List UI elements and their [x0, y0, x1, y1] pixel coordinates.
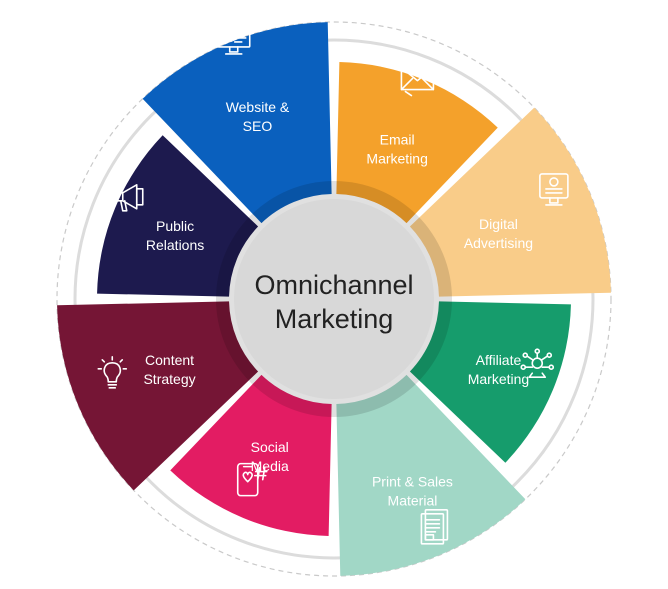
megaphone-icon — [115, 184, 144, 212]
documents-icon — [420, 509, 449, 545]
segment-website-label-line1: Website & — [226, 99, 290, 115]
segment-email-label-line2: Marketing — [366, 151, 427, 167]
lightbulb-icon — [97, 356, 128, 389]
segment-pr — [97, 135, 259, 297]
segment-pr-label-line1: Public — [156, 218, 194, 234]
segment-content-label-line1: Content — [145, 352, 194, 368]
segment-website — [142, 22, 332, 224]
segment-website-label-line2: SEO — [243, 118, 273, 134]
segment-social-label-line1: Social — [251, 439, 289, 455]
segment-pr-label-line2: Relations — [146, 237, 204, 253]
monitor-ad-icon — [539, 173, 569, 206]
segment-affiliate-label-line2: Marketing — [468, 371, 529, 387]
segment-email — [336, 62, 498, 224]
center-title-line2: Marketing — [275, 304, 394, 334]
outer-solid-ring — [73, 38, 595, 560]
segment-affiliate — [409, 301, 571, 463]
web-page-icon — [216, 24, 251, 55]
envelope-icon — [400, 66, 435, 97]
center-circle — [234, 199, 434, 399]
segment-print-label-line2: Material — [388, 492, 438, 508]
segments-layer — [57, 22, 611, 576]
segment-email-label-line1: Email — [380, 132, 415, 148]
segment-content — [57, 301, 259, 491]
outer-dashed-ring — [56, 21, 612, 577]
segment-digital-label-line1: Digital — [479, 216, 518, 232]
segment-affiliate-label-line1: Affiliate — [476, 352, 522, 368]
segment-print — [336, 374, 526, 576]
icons-layer — [97, 24, 569, 545]
phone-hashtag-icon — [236, 462, 268, 497]
segment-social — [170, 374, 332, 536]
network-icon — [520, 348, 555, 378]
segment-content-label-line2: Strategy — [143, 371, 195, 387]
segment-social-label-line2: Media — [251, 458, 289, 474]
center-title-line1: Omnichannel — [254, 270, 413, 300]
segment-digital — [409, 107, 611, 297]
segment-print-label-line1: Print & Sales — [372, 473, 453, 489]
labels-layer: EmailMarketingDigitalAdvertisingAffiliat… — [143, 99, 533, 508]
segment-digital-label-line2: Advertising — [464, 235, 533, 251]
